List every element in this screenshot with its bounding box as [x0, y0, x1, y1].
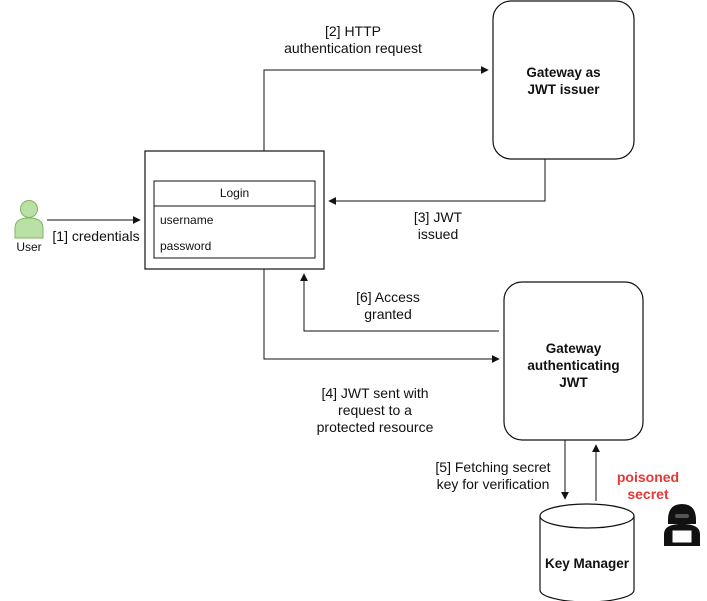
- login-form: [153, 180, 316, 259]
- edge-4-label: [4] JWT sent with request to a protected…: [316, 385, 434, 435]
- edge-3-label: [3] JWT issued: [413, 209, 463, 242]
- edge-1-label: [1] credentials: [52, 228, 140, 244]
- login-field-username: username: [160, 213, 214, 227]
- auth-gateway-box: [503, 281, 644, 441]
- edge-4-jwt-sent: [263, 269, 500, 363]
- attacker-label: poisoned secret: [616, 469, 680, 502]
- auth-gateway-title: Gateway authenticating JWT: [527, 341, 620, 390]
- edge-6-label: [6] Access granted: [356, 289, 420, 322]
- issuer-gateway-box: [492, 0, 635, 160]
- edge-6-access-granted: [300, 273, 499, 332]
- key-manager-cylinder: [539, 503, 635, 601]
- key-manager-title: Key Manager: [544, 556, 630, 571]
- login-field-password: password: [160, 239, 212, 253]
- user-icon: [14, 200, 44, 239]
- login-form-title: Login: [219, 186, 250, 200]
- user-label: User: [16, 240, 42, 254]
- edge-5-label: [5] Fetching secret key for verification: [435, 459, 551, 492]
- edge-3-jwt-issued: [328, 159, 546, 205]
- edge-2-label: [2] HTTP authentication request: [284, 23, 422, 56]
- edge-2-http-auth-request: [263, 66, 489, 151]
- issuer-gateway-title: Gateway as JWT issuer: [526, 65, 601, 97]
- hacker-icon: [664, 504, 700, 546]
